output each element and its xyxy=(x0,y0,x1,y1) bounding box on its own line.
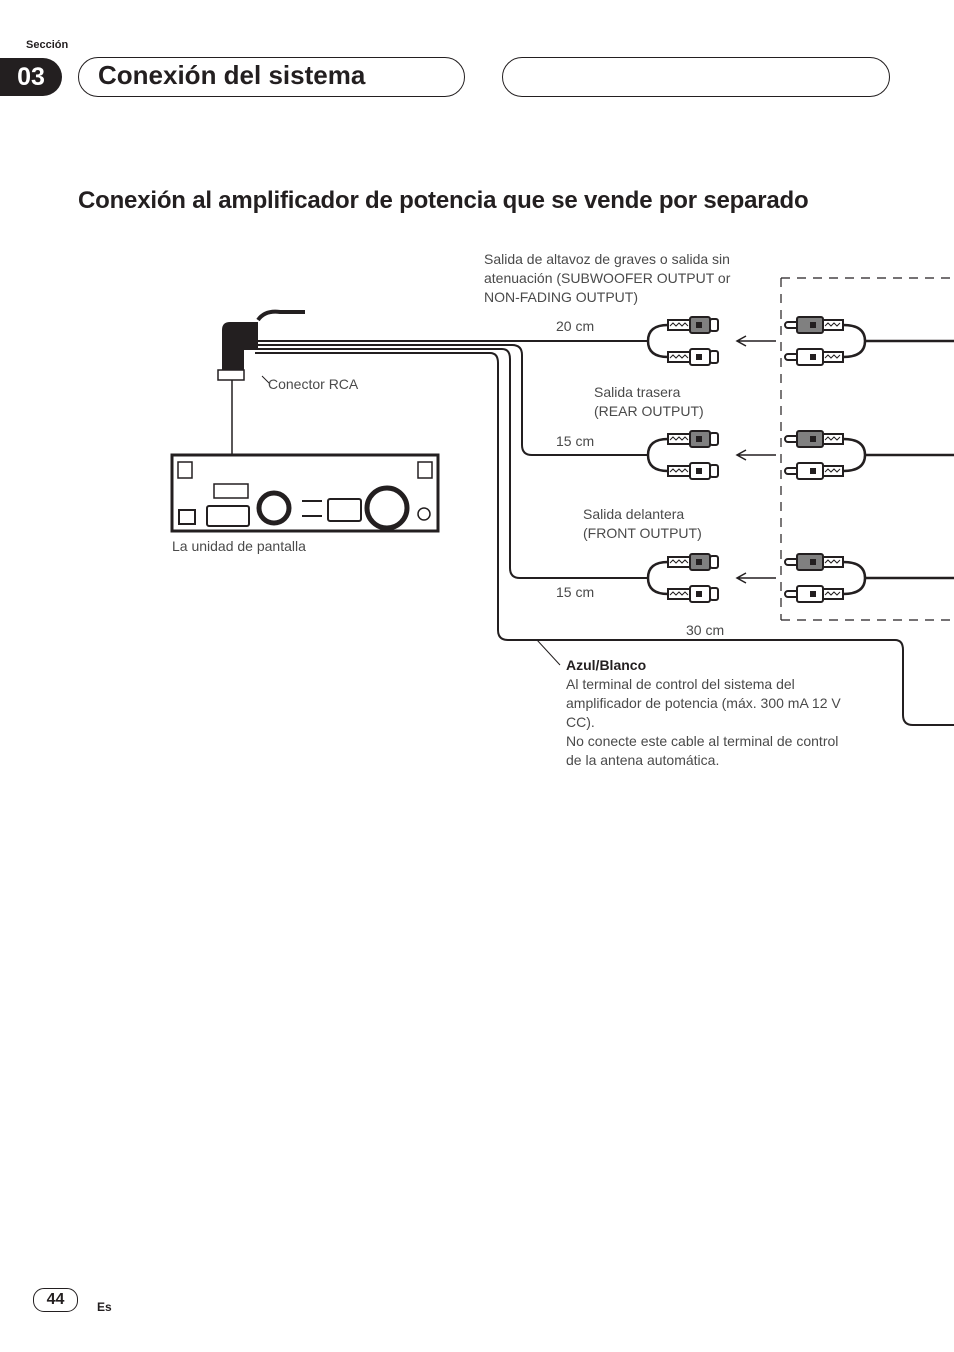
page-number: 44 xyxy=(33,1288,78,1312)
page-heading: Conexión al amplificador de potencia que… xyxy=(78,187,809,214)
section-label: Sección xyxy=(26,39,69,51)
rca-plug-pair xyxy=(646,316,954,366)
section-title: Conexión del sistema xyxy=(98,60,366,90)
display-unit-rear-panel xyxy=(170,453,440,533)
blue-white-title: Azul/Blanco xyxy=(566,657,647,673)
rca-plug-pair xyxy=(646,553,954,603)
length-30cm: 30 cm xyxy=(686,622,725,638)
empty-pill xyxy=(502,57,890,97)
section-number: 03 xyxy=(0,58,62,96)
length-15cm-front: 15 cm xyxy=(556,584,595,600)
length-15cm-rear: 15 cm xyxy=(556,433,595,449)
blue-white-desc: Al terminal de control del sistema del a… xyxy=(566,676,841,730)
display-unit-label: La unidad de pantalla xyxy=(172,538,306,554)
rca-connector xyxy=(222,322,258,370)
language-code: Es xyxy=(97,1300,112,1314)
rear-output-label: Salida trasera (REAR OUTPUT) xyxy=(594,384,704,419)
amplifier-boundary xyxy=(780,277,954,621)
blue-white-note: Azul/Blanco Al terminal de control del s… xyxy=(566,656,846,770)
blue-white-warning: No conecte este cable al terminal de con… xyxy=(566,733,839,768)
rca-plug-pair xyxy=(646,430,954,480)
subwoofer-output-label: Salida de altavoz de graves o salida sin… xyxy=(484,251,731,305)
length-20cm: 20 cm xyxy=(556,318,595,334)
rca-connector-label: Conector RCA xyxy=(268,376,359,392)
front-output-label: Salida delantera (FRONT OUTPUT) xyxy=(583,506,702,541)
section-title-pill xyxy=(78,57,465,97)
